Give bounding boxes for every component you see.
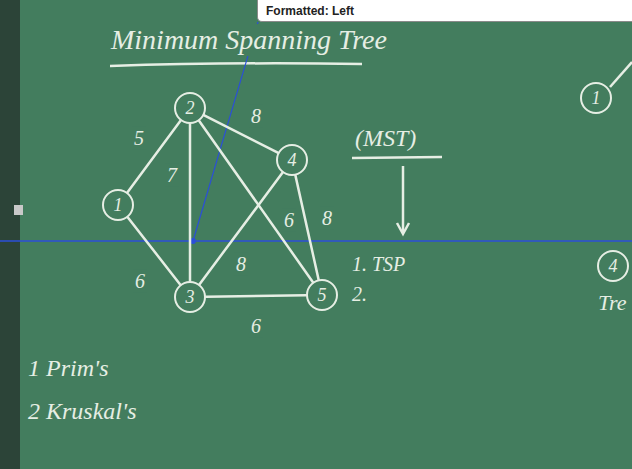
graph-vertex: 4: [276, 144, 308, 176]
graph-vertex: 5: [306, 279, 338, 311]
cut-word: Tre: [598, 290, 627, 315]
list-item: 1. TSP: [352, 253, 405, 276]
graph-vertex: 1: [580, 82, 612, 114]
graph-vertex: 1: [102, 189, 134, 221]
underline: [352, 157, 442, 158]
vertex-number: 4: [288, 151, 297, 169]
graph-vertex: 3: [174, 281, 206, 313]
graph-edge: [295, 176, 318, 280]
list-item: 2.: [352, 283, 367, 306]
vertex-number: 1: [592, 89, 601, 107]
arrow-shaft: [402, 166, 405, 232]
graph-edge: [206, 295, 306, 297]
vertex-number: 4: [609, 257, 618, 275]
vertex-number: 5: [318, 286, 327, 304]
graph-vertex: 4: [597, 250, 629, 282]
algorithm-name: 1 Prim's: [28, 355, 108, 383]
graph-edge: [200, 173, 283, 284]
edge-weight: 8: [234, 253, 248, 276]
arrow-head: [397, 223, 409, 234]
comment-guide-line: [0, 240, 632, 242]
graph-edge: [128, 121, 181, 192]
title: Minimum Spanning Tree: [108, 24, 390, 56]
cut-edge: [610, 62, 632, 87]
graph-edge: [204, 115, 277, 152]
edge-weight: 6: [249, 315, 263, 338]
graph-edge: [199, 121, 313, 282]
title-underline: [110, 63, 362, 66]
graph-edge: [189, 124, 192, 281]
algorithm-name: 2 Kruskal's: [28, 398, 136, 426]
comment-box: Formatted: Left: [257, 0, 632, 22]
edge-weight: 7: [165, 164, 179, 187]
graph-vertex: 2: [174, 92, 206, 124]
vertex-number: 3: [186, 288, 195, 306]
board-frame: [0, 0, 20, 469]
vertex-number: 1: [114, 196, 123, 214]
vertex-number: 2: [186, 99, 195, 117]
edge-weight: 5: [132, 127, 146, 150]
edge-weight: 6: [282, 209, 296, 232]
edge-weight: 6: [133, 270, 147, 293]
edge-weight: 8: [249, 105, 263, 128]
abbreviation: (MST): [355, 125, 416, 153]
edge-weight: 8: [320, 207, 334, 230]
comment-text: Formatted: Left: [258, 4, 354, 18]
board-clip: [14, 205, 23, 215]
